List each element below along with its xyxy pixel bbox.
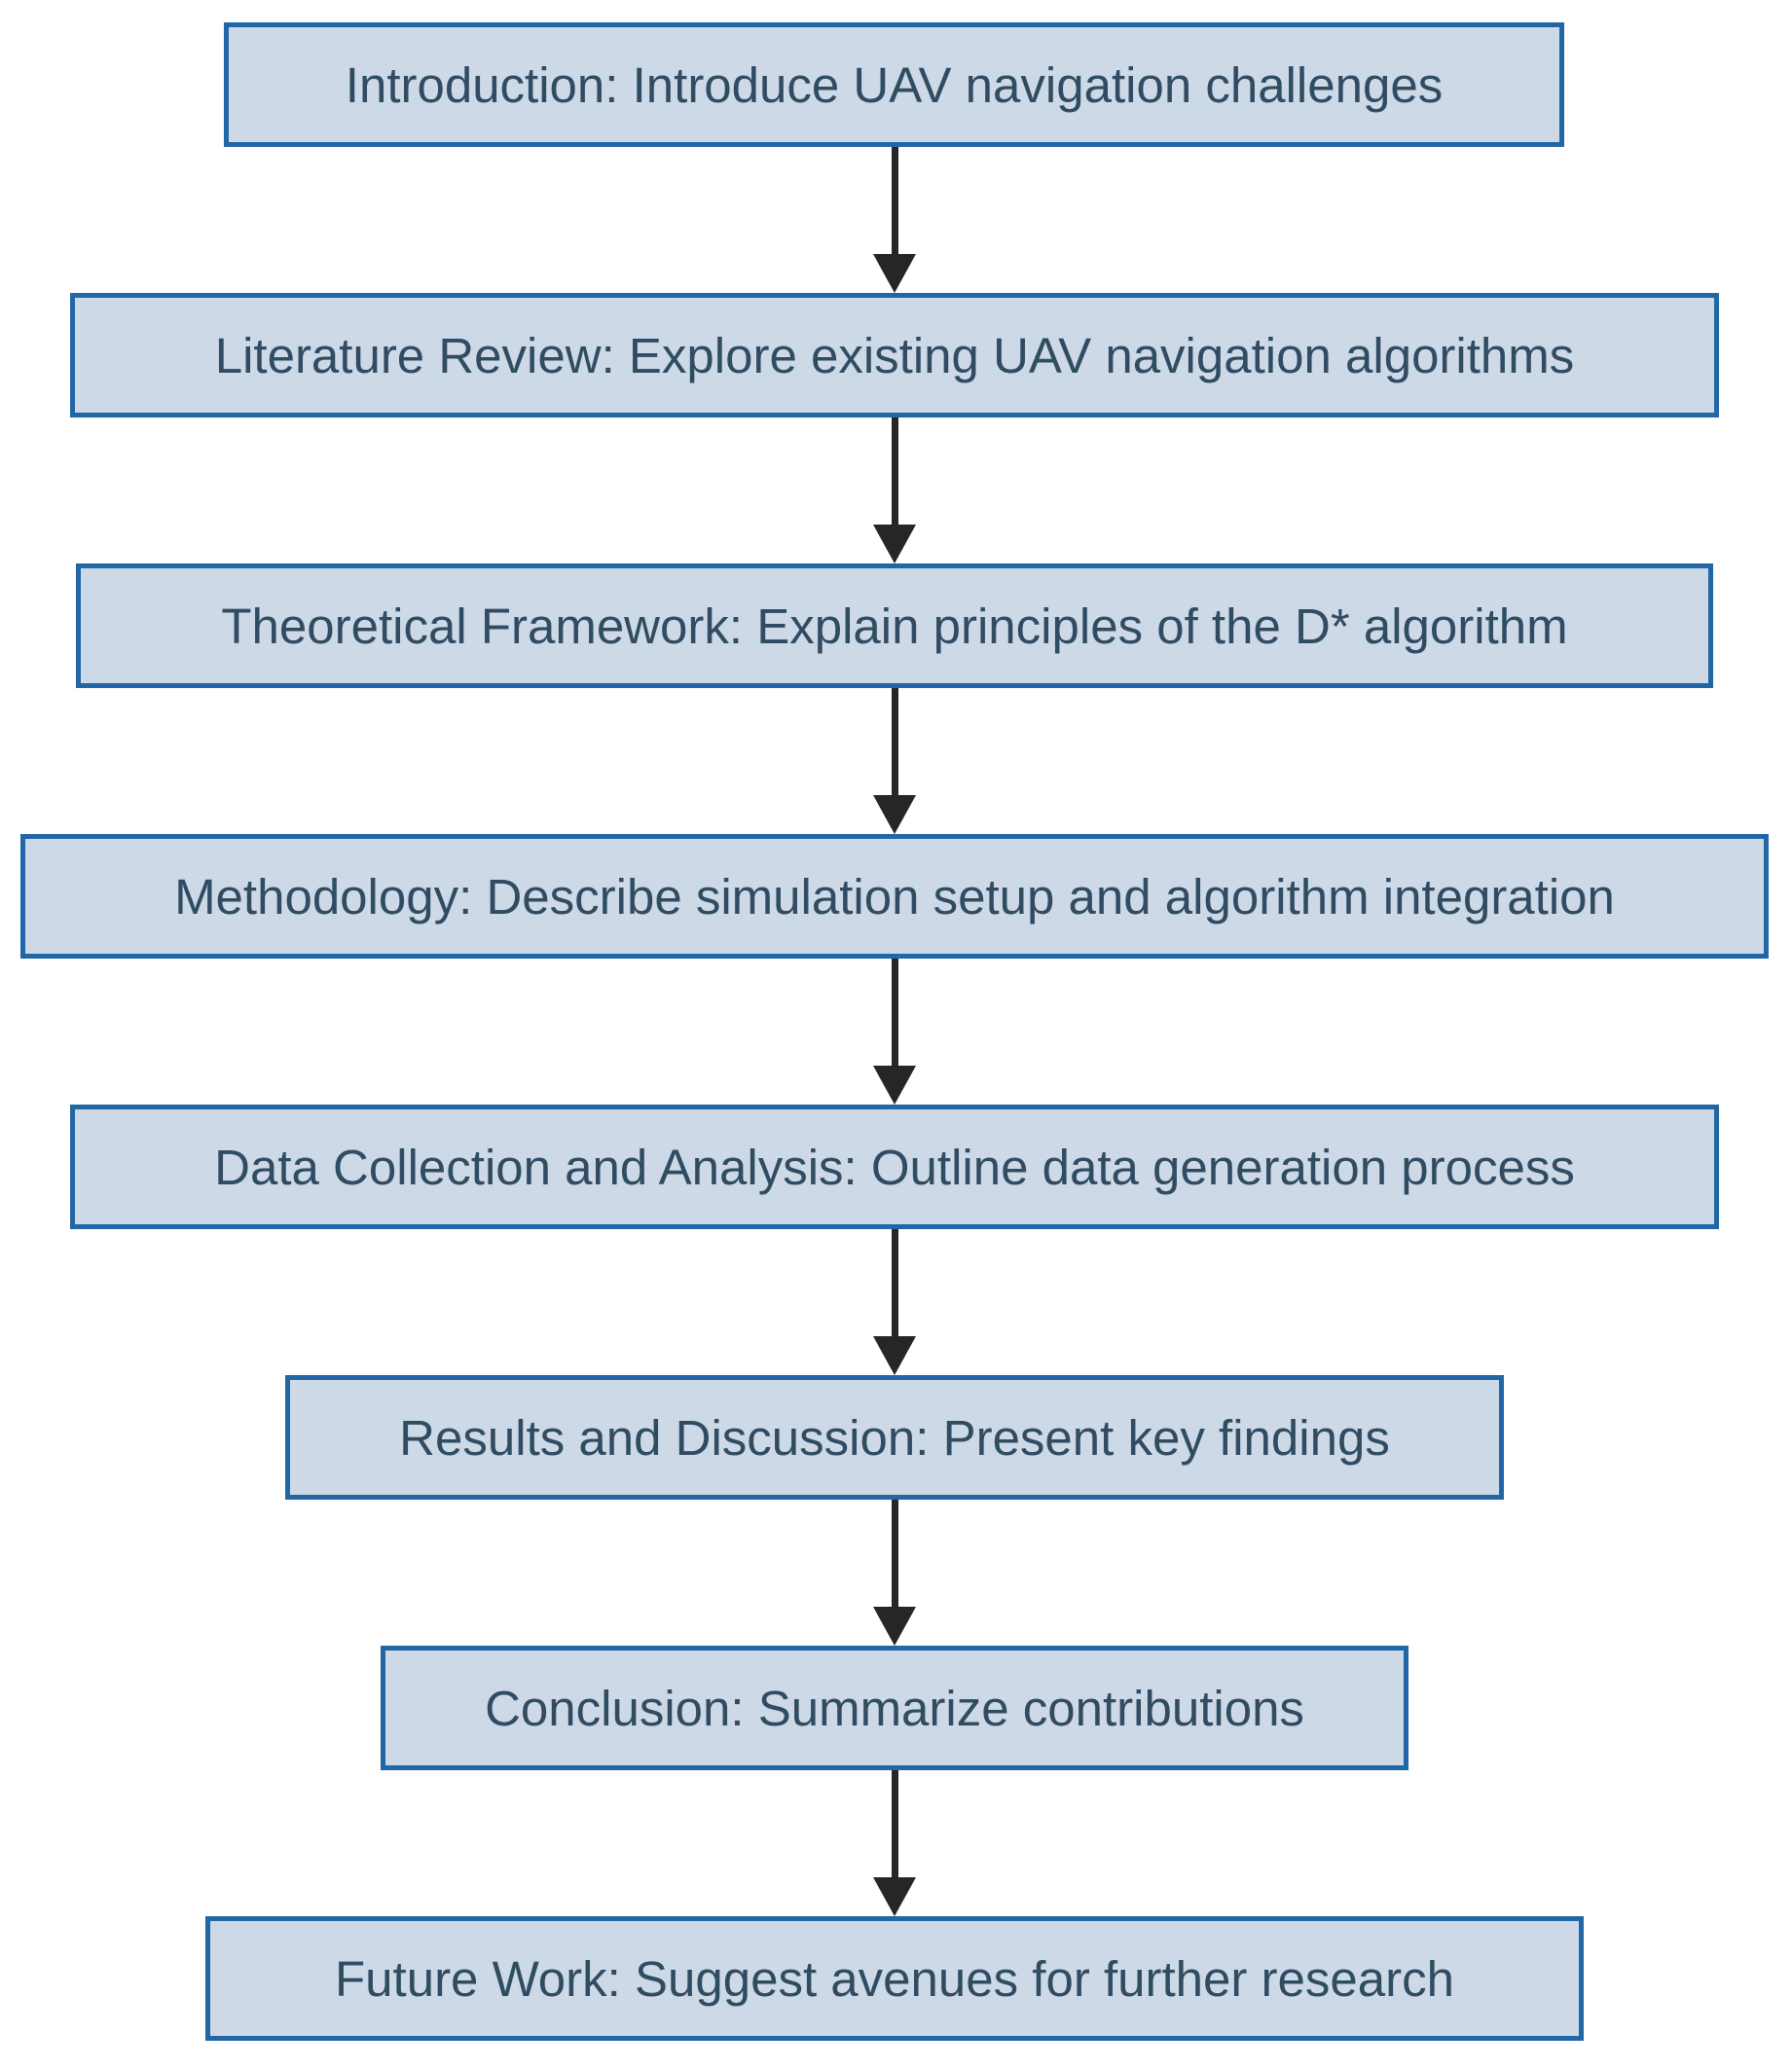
flow-node-data-collection: Data Collection and Analysis: Outline da…: [70, 1105, 1719, 1229]
flow-node-theoretical-framework: Theoretical Framework: Explain principle…: [76, 563, 1713, 688]
flow-arrow: [873, 1770, 916, 1916]
flow-node-results-discussion: Results and Discussion: Present key find…: [285, 1375, 1504, 1500]
flow-node-introduction: Introduction: Introduce UAV navigation c…: [224, 22, 1564, 147]
arrow-shaft: [891, 1770, 898, 1877]
flow-arrow: [873, 1229, 916, 1375]
arrow-shaft: [891, 959, 898, 1066]
arrow-shaft: [891, 1500, 898, 1607]
arrowhead-down-icon: [873, 525, 916, 563]
arrow-shaft: [891, 417, 898, 525]
flow-arrow: [873, 959, 916, 1105]
flow-node-conclusion: Conclusion: Summarize contributions: [381, 1646, 1408, 1770]
arrowhead-down-icon: [873, 1607, 916, 1646]
arrowhead-down-icon: [873, 1336, 916, 1375]
flow-arrow: [873, 417, 916, 563]
arrow-shaft: [891, 147, 898, 254]
arrowhead-down-icon: [873, 254, 916, 293]
flow-arrow: [873, 147, 916, 293]
flow-node-future-work: Future Work: Suggest avenues for further…: [205, 1916, 1584, 2041]
arrowhead-down-icon: [873, 795, 916, 834]
flow-arrow: [873, 688, 916, 834]
arrow-shaft: [891, 688, 898, 795]
arrow-shaft: [891, 1229, 898, 1336]
arrowhead-down-icon: [873, 1066, 916, 1105]
arrowhead-down-icon: [873, 1877, 916, 1916]
flow-arrow: [873, 1500, 916, 1646]
flow-node-methodology: Methodology: Describe simulation setup a…: [20, 834, 1769, 959]
flow-node-literature-review: Literature Review: Explore existing UAV …: [70, 293, 1719, 417]
